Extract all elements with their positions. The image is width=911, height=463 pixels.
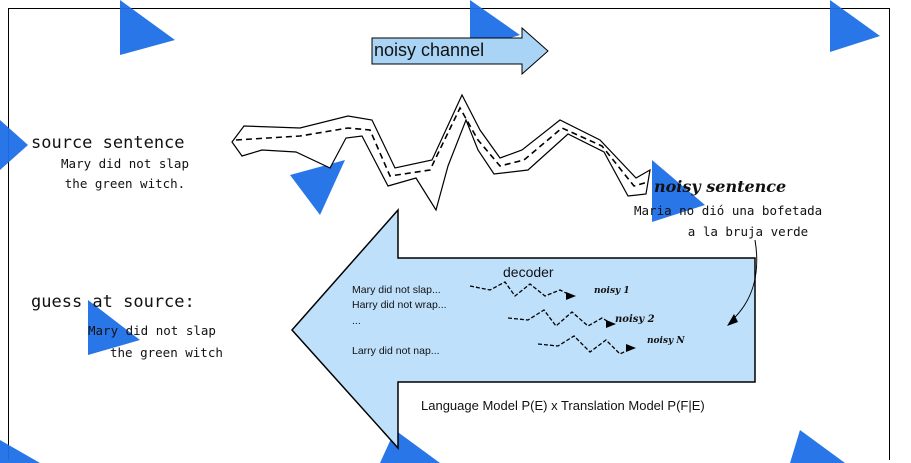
noisy-sentence-line1: Maria no dió una bofetada	[634, 203, 823, 218]
noisy-sentence-line2: a la bruja verde	[687, 224, 809, 239]
noisy-variant-label: noisy 1	[594, 286, 630, 296]
noisy-sentence-heading: noisy sentence	[654, 177, 787, 196]
guess-line2: the green witch	[110, 345, 223, 360]
noisy-channel-arrow	[371, 26, 549, 76]
decoder-candidate: Harry did not wrap...	[352, 299, 447, 311]
watermark-triangle	[0, 120, 28, 170]
watermark-shapes	[0, 0, 880, 463]
noisy-channel-label: noisy channel	[374, 40, 485, 60]
noisy-variant-label: noisy 2	[615, 314, 655, 325]
decoder-candidate: ...	[352, 315, 361, 327]
decoder-arrow-shape	[290, 208, 756, 450]
decoder-label: decoder	[503, 264, 554, 280]
decoder-squiggles	[469, 281, 636, 355]
guess-line1: Mary did not slap	[88, 323, 216, 338]
watermark-triangle	[652, 160, 705, 222]
guess-heading: guess at source:	[31, 292, 195, 312]
model-formula: Language Model P(E) x Translation Model …	[421, 398, 705, 413]
decoder-candidate: Larry did not nap...	[352, 345, 440, 357]
watermark-triangle	[88, 300, 140, 355]
noisy-variant-label: noisy N	[647, 336, 685, 346]
source-sentence-line2: the green witch.	[64, 176, 186, 191]
source-sentence-heading: source sentence	[31, 133, 185, 153]
watermark-triangle	[830, 0, 880, 52]
diagram-frame	[8, 8, 890, 460]
channel-ribbon	[231, 93, 651, 212]
channel-dashed-path	[235, 106, 649, 187]
watermark-triangle	[120, 0, 175, 55]
source-sentence-line1: Mary did not slap	[61, 156, 189, 171]
decoder-candidate: Mary did not slap...	[352, 284, 441, 296]
watermark-triangle	[0, 440, 40, 463]
noisy-to-decoder-connector	[729, 239, 758, 323]
connector-arrowhead	[727, 314, 738, 326]
watermark-triangle	[790, 430, 845, 463]
watermark-triangle	[290, 160, 345, 215]
